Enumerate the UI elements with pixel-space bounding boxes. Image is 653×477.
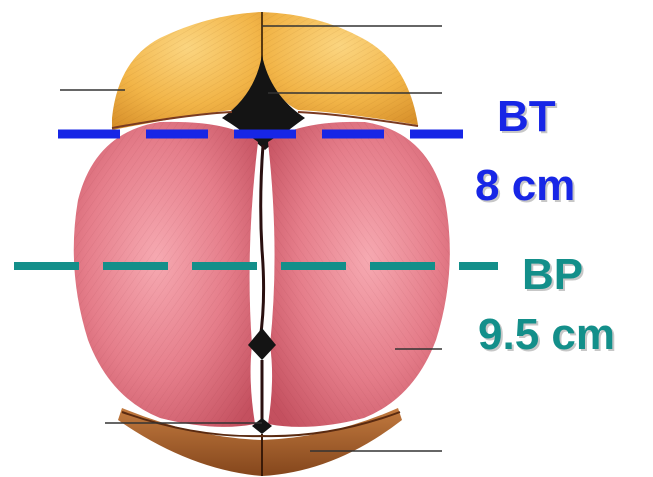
parietal-bone-left <box>74 122 258 427</box>
bt-label: BT <box>497 95 556 139</box>
bp-value: 9.5 cm <box>478 313 615 357</box>
parietal-bone-right <box>268 122 450 427</box>
sagittal-suture <box>260 145 264 340</box>
bt-value: 8 cm <box>475 164 575 208</box>
bp-label: BP <box>522 253 583 297</box>
